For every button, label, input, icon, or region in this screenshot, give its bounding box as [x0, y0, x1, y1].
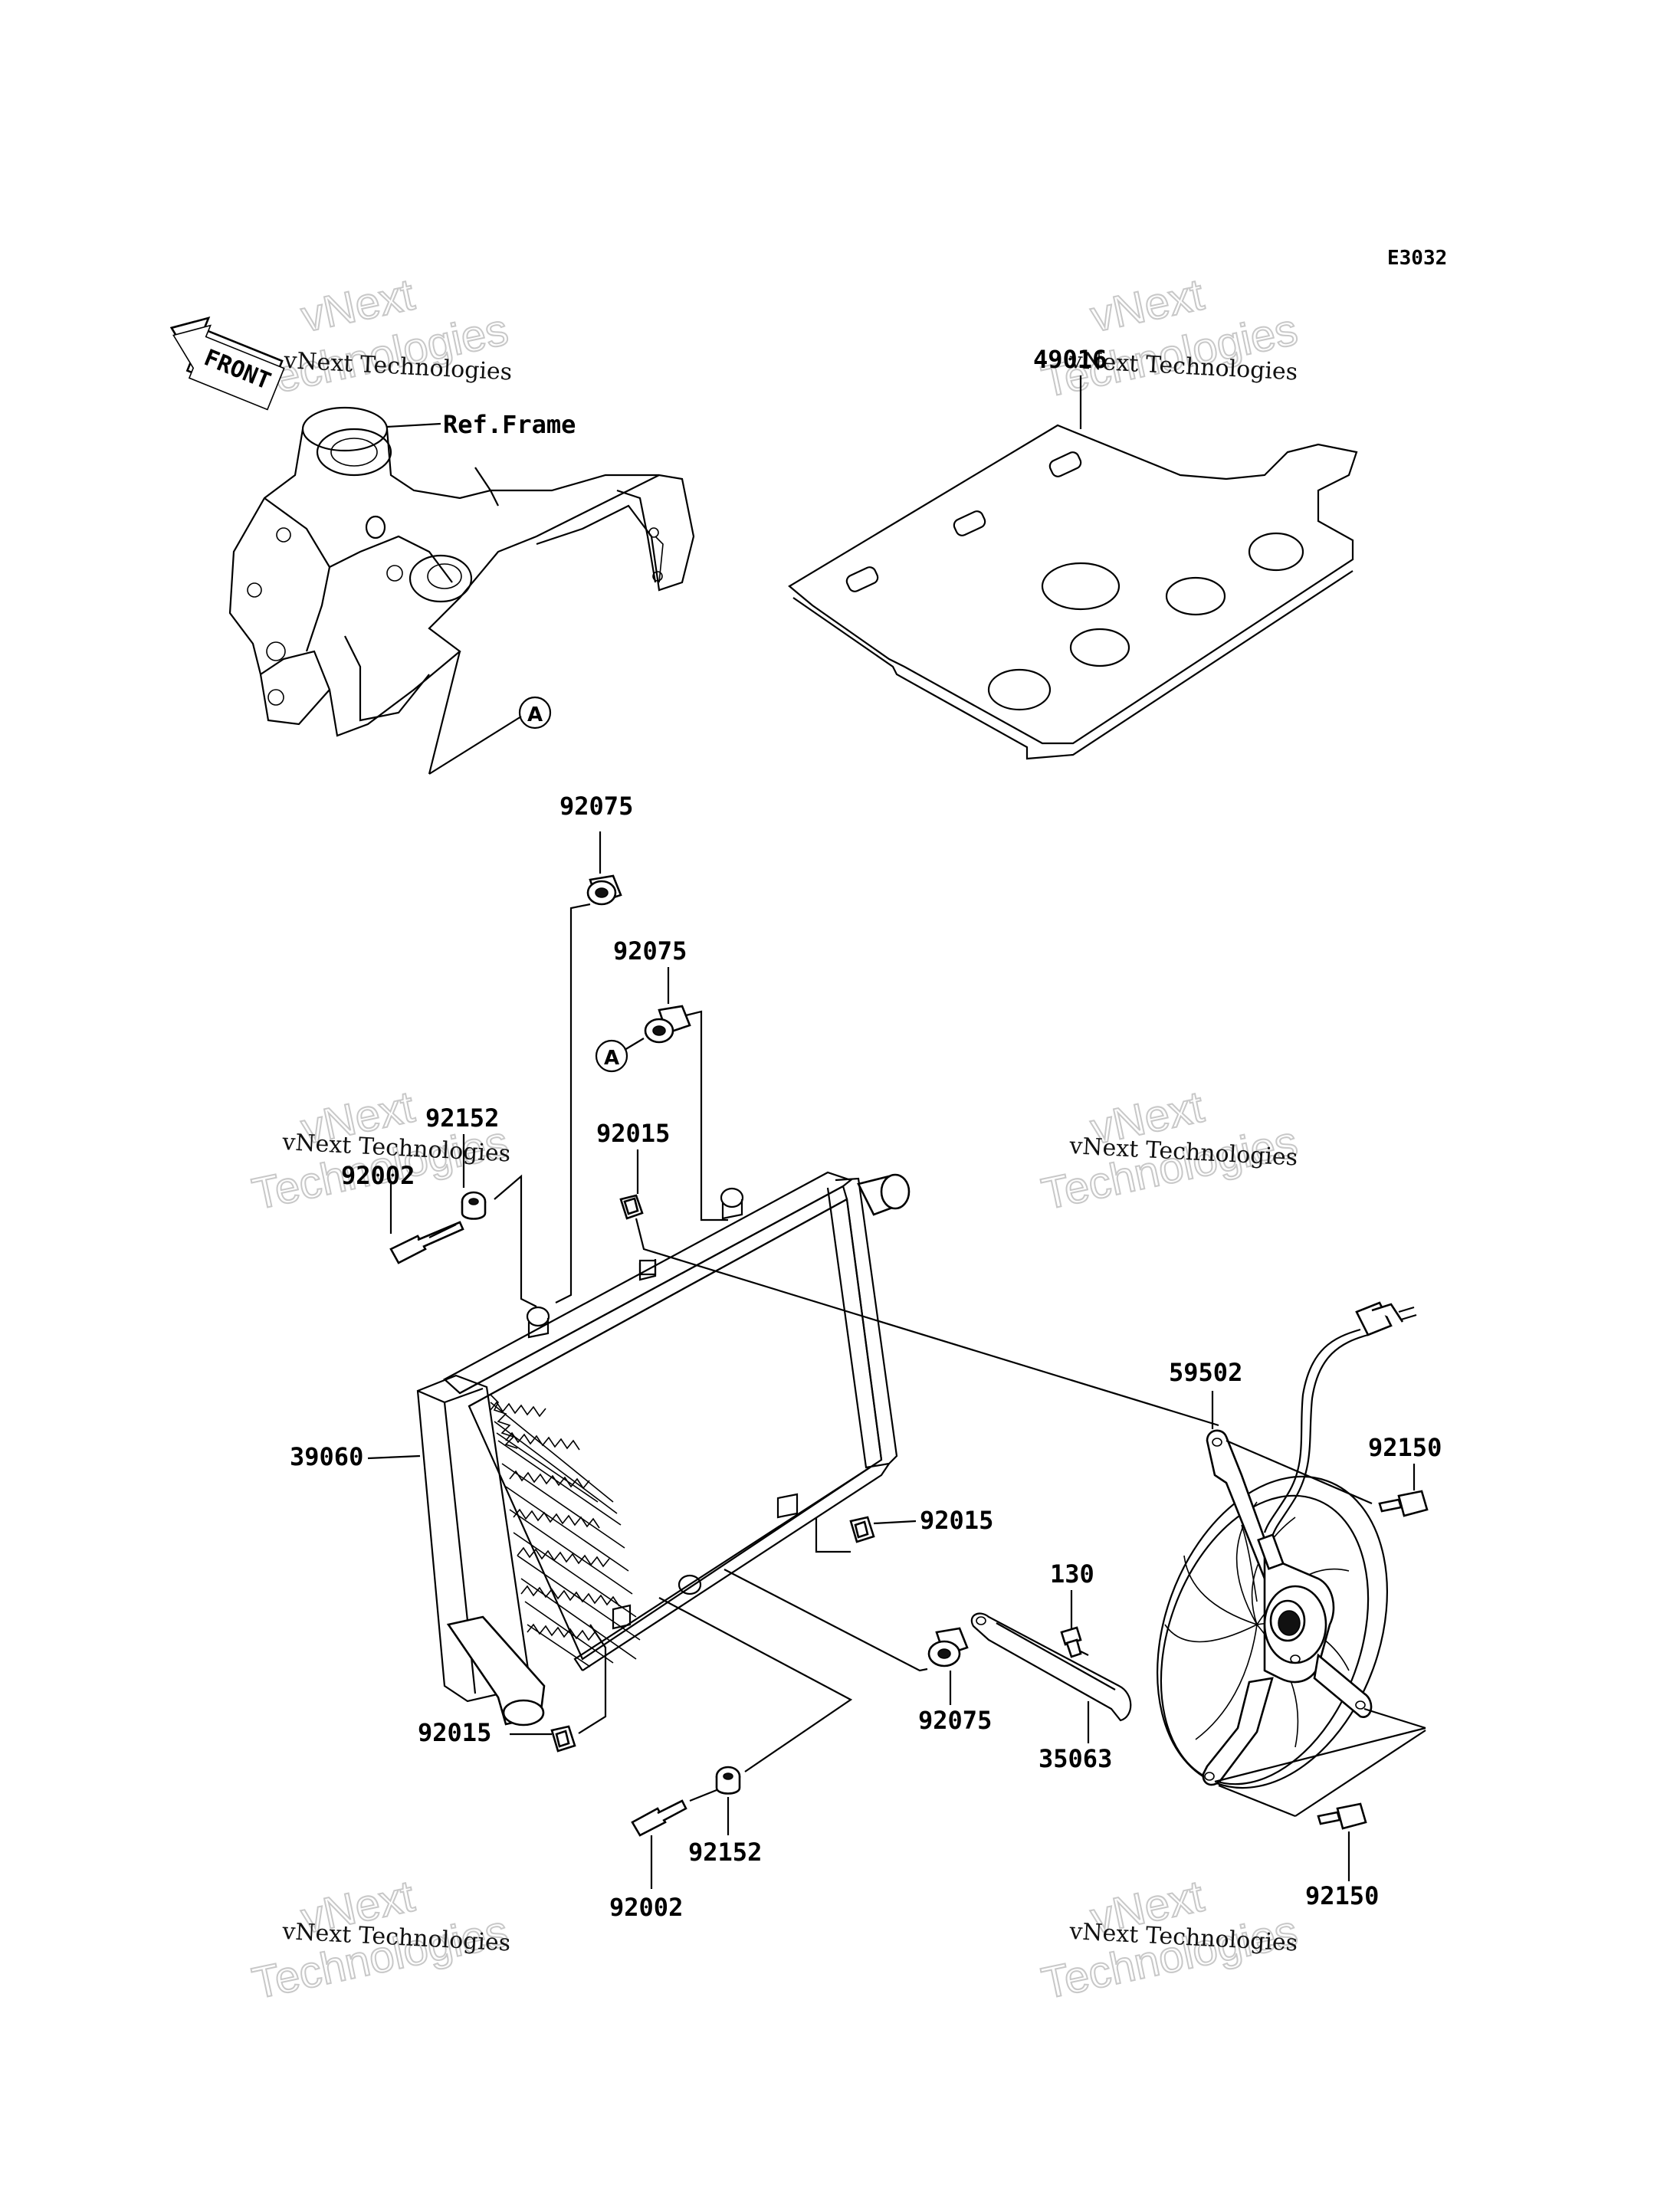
part-92152-collar-bottom: 92152 [658, 1597, 853, 1867]
part-92075-mid-label: 92075 [613, 936, 687, 966]
frame-illustration: Ref.Frame A [228, 406, 695, 775]
part-92152-collar-left: 92152 [425, 1103, 537, 1307]
part-35063-stay: 35063 [970, 1612, 1132, 1773]
part-92075-grommet-low: 92075 [724, 1569, 992, 1735]
part-92075-grommet-mid: A 92075 [595, 936, 728, 1221]
part-35063-label: 35063 [1039, 1744, 1112, 1773]
part-92075-low-label: 92075 [918, 1706, 992, 1735]
part-92015-top-label: 92015 [596, 1119, 670, 1148]
part-92152-bottom-label: 92152 [688, 1838, 762, 1867]
front-arrow-icon: FRONT [169, 316, 285, 411]
part-92075-grommet-top: 92075 [555, 792, 633, 1303]
part-49016-pad: 49016 [788, 345, 1358, 760]
part-130-label: 130 [1050, 1559, 1094, 1589]
callout-a-circle [518, 696, 552, 730]
part-92015-clip-top: 92015 [596, 1119, 1219, 1427]
part-49016-label: 49016 [1033, 345, 1107, 374]
part-92150-bolt-bottom: 92150 [1305, 1802, 1379, 1910]
part-92150-bottom-label: 92150 [1305, 1881, 1379, 1910]
part-92150-top-label: 92150 [1368, 1433, 1442, 1462]
part-92002-bolt-left: 92002 [341, 1161, 464, 1264]
part-92015-right-label: 92015 [920, 1506, 993, 1535]
part-92002-bottom-label: 92002 [609, 1893, 683, 1922]
part-92015-clip-bottom: 92015 [418, 1624, 607, 1753]
part-39060-label: 39060 [290, 1442, 363, 1471]
part-92015-bottom-label: 92015 [418, 1718, 491, 1747]
part-130-bolt: 130 [1050, 1559, 1094, 1658]
callout-a-circle [595, 1039, 628, 1073]
diagram-code: E3032 [1387, 247, 1447, 270]
part-92015-clip-right: 92015 [815, 1506, 993, 1553]
ref-frame-label: Ref.Frame [443, 410, 576, 439]
part-39060-radiator: 39060 [290, 1171, 911, 1726]
part-59502-label: 59502 [1169, 1358, 1242, 1387]
radiator-fins [490, 1394, 641, 1667]
part-92002-left-label: 92002 [341, 1161, 415, 1190]
part-59502-fan-assembly: 59502 [1157, 1301, 1426, 1818]
part-92150-bolt-top: 92150 [1368, 1433, 1442, 1517]
part-92075-top-label: 92075 [559, 792, 633, 821]
callout-a-label: A [527, 703, 543, 726]
watermarks: vNext Technologies vNext Technologies vN… [248, 269, 1303, 2010]
part-92002-bolt-bottom: 92002 [609, 1799, 687, 1922]
part-92152-left-label: 92152 [425, 1103, 499, 1133]
callout-a-label: A [604, 1047, 619, 1070]
